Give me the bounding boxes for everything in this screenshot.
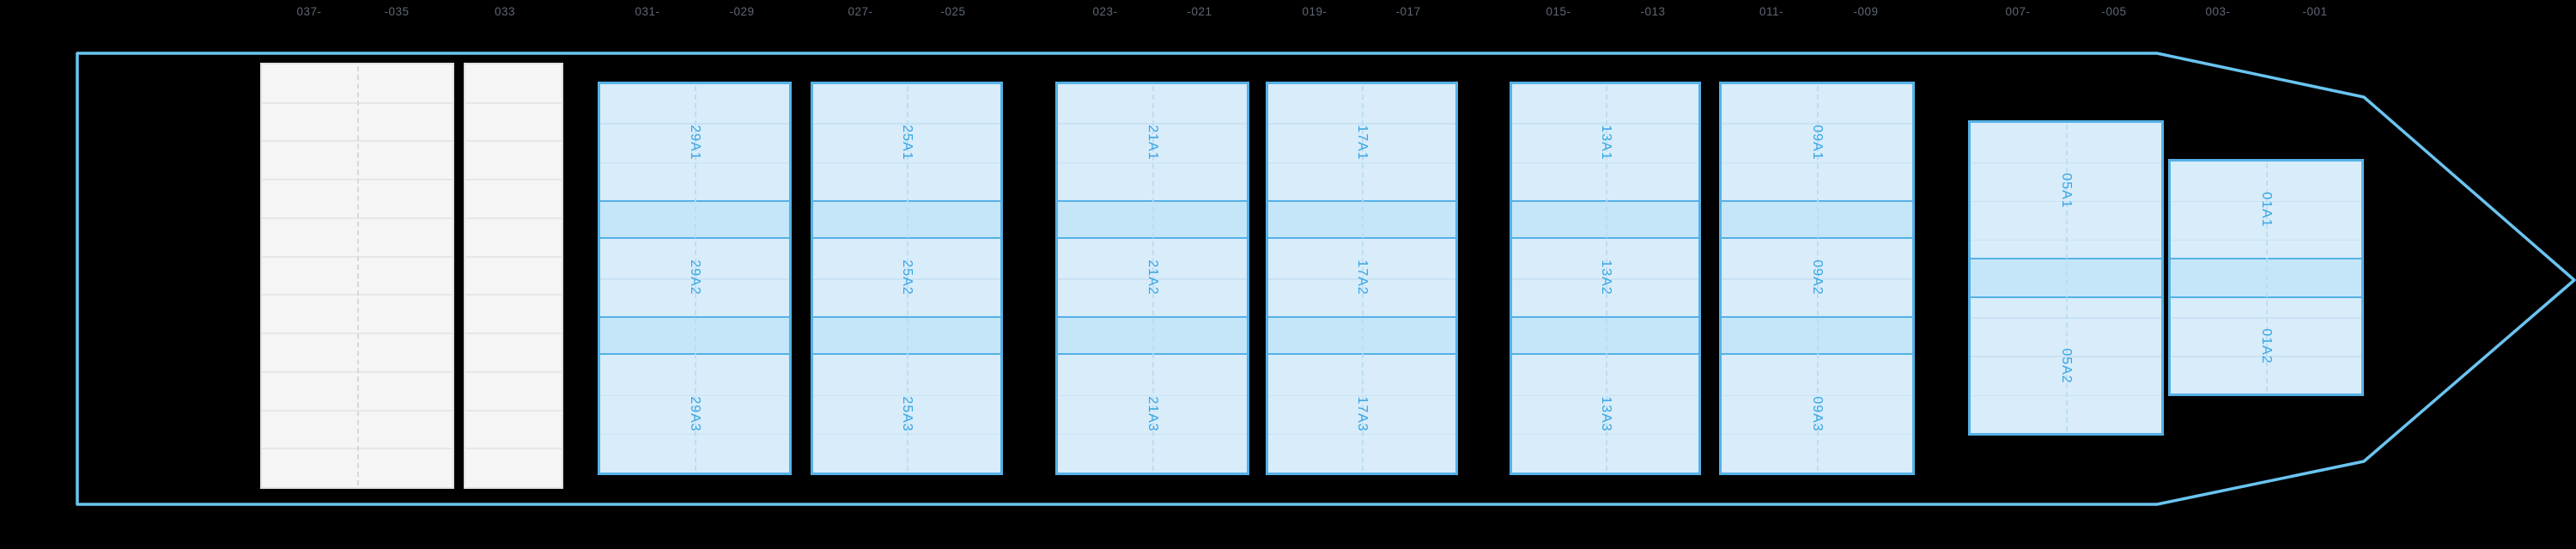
bay-09: 09A1 09A2 09A3 [1719, 82, 1915, 475]
hatch-row-divider [465, 370, 562, 373]
bay-cell-label-29A1: 29A1 [688, 124, 702, 161]
bay-centerline-dashed [907, 86, 908, 471]
bay-cell-label-05A2: 05A2 [2059, 347, 2074, 384]
bay-cell-label-13A3: 13A3 [1598, 395, 1613, 432]
hatch-centerline-dashed [357, 66, 359, 485]
ruler-label-009: -009 [1853, 5, 1879, 18]
bay-25: 25A1 25A2 25A3 [811, 82, 1003, 475]
ruler-label-017: -017 [1395, 5, 1421, 18]
ruler-label-035: -035 [384, 5, 410, 18]
bay-centerline-dashed [1605, 86, 1607, 471]
bay-cell-label-29A3: 29A3 [688, 395, 702, 432]
frame-ruler: 037- -035 033 031- -029 027- -025 023- -021 019- -… [0, 0, 2576, 24]
ruler-label-037: 037- [296, 5, 322, 18]
bay-cell-09A2[interactable]: 09A2 [1722, 239, 1912, 316]
bay-cell-label-17A1: 17A1 [1355, 124, 1370, 161]
bay-centerline-dashed [2266, 163, 2268, 392]
hatch-row-divider [465, 255, 562, 258]
bay-cell-label-29A2: 29A2 [688, 259, 702, 296]
ruler-label-007: 007- [2005, 5, 2031, 18]
bay-centerline-dashed [1362, 86, 1364, 471]
bay-05: 05A1 05A2 [1968, 120, 2164, 436]
hatch-row-divider [465, 448, 562, 450]
ruler-label-027: 027- [848, 5, 873, 18]
ruler-label-021: -021 [1187, 5, 1212, 18]
bay-cell-label-13A2: 13A2 [1598, 259, 1613, 296]
bay-cell-label-13A1: 13A1 [1598, 124, 1613, 161]
bay-cell-13A2[interactable]: 13A2 [1512, 239, 1698, 316]
bay-centerline-dashed [2066, 125, 2068, 431]
bay-17: 17A1 17A2 17A3 [1266, 82, 1458, 475]
bay-cell-label-25A1: 25A1 [900, 124, 914, 161]
hatch-row-divider [465, 101, 562, 104]
ruler-label-031: 031- [635, 5, 660, 18]
hatch-row-divider [465, 332, 562, 335]
hatch-row-divider [465, 409, 562, 412]
bay-cell-17A2[interactable]: 17A2 [1268, 239, 1455, 316]
bay-cell-label-01A2: 01A2 [2259, 327, 2274, 364]
bay-cell-label-09A2: 09A2 [1810, 259, 1825, 296]
ruler-label-029: -029 [729, 5, 755, 18]
hull-polygon [76, 52, 2576, 506]
hatch-block-wide [260, 63, 454, 489]
bay-29: 29A1 29A2 29A3 [598, 82, 792, 475]
hatch-block-narrow [464, 63, 563, 489]
bay-cell-label-17A2: 17A2 [1355, 259, 1370, 296]
hatch-row-divider [465, 294, 562, 296]
bay-cell-label-05A1: 05A1 [2059, 172, 2074, 209]
ruler-label-019: 019- [1302, 5, 1327, 18]
bay-centerline-dashed [695, 86, 696, 471]
ruler-label-011: 011- [1759, 5, 1784, 18]
bay-cell-label-25A2: 25A2 [900, 259, 914, 296]
bay-cell-label-25A3: 25A3 [900, 395, 914, 432]
bay-cell-29A2[interactable]: 29A2 [600, 239, 789, 316]
ruler-label-013: -013 [1640, 5, 1666, 18]
bay-21: 21A1 21A2 21A3 [1055, 82, 1249, 475]
bay-cell-label-09A3: 09A3 [1810, 395, 1825, 432]
hatch-row-divider [465, 140, 562, 143]
bay-cell-25A2[interactable]: 25A2 [813, 239, 1000, 316]
ruler-label-025: -025 [940, 5, 966, 18]
bay-cell-label-09A1: 09A1 [1810, 124, 1825, 161]
bay-cell-label-21A2: 21A2 [1145, 259, 1160, 296]
ruler-label-001: -001 [2302, 5, 2328, 18]
ruler-label-033: 033 [494, 5, 516, 18]
ruler-label-003: 003- [2205, 5, 2231, 18]
bay-centerline-dashed [1817, 86, 1819, 471]
bay-cell-label-21A3: 21A3 [1145, 395, 1160, 432]
hatch-row-divider [465, 217, 562, 219]
bay-centerline-dashed [1152, 86, 1154, 471]
ruler-label-005: -005 [2101, 5, 2127, 18]
bay-01: 01A1 01A2 [2168, 159, 2364, 396]
hatch-row-divider [465, 179, 562, 181]
ruler-label-015: 015- [1546, 5, 1571, 18]
bay-13: 13A1 13A2 13A3 [1510, 82, 1701, 475]
bay-cell-label-01A1: 01A1 [2259, 192, 2274, 228]
bay-cell-label-21A1: 21A1 [1145, 124, 1160, 161]
bay-cell-21A2[interactable]: 21A2 [1058, 239, 1247, 316]
bay-cell-label-17A3: 17A3 [1355, 395, 1370, 432]
ruler-label-023: 023- [1092, 5, 1118, 18]
